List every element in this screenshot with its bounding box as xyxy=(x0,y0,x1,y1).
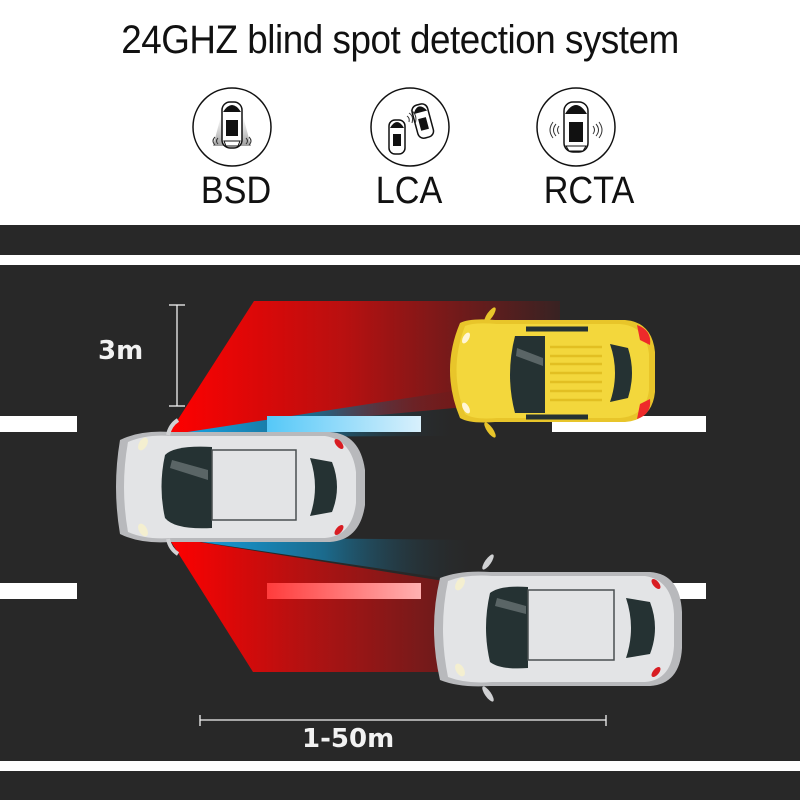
radar-beam-lower xyxy=(168,537,480,582)
blind-spot-detection-icon xyxy=(192,87,272,167)
width-dimension-line xyxy=(169,304,185,407)
adjacent-lane-car-upper xyxy=(450,307,655,438)
range-label: 1-50m xyxy=(302,724,395,754)
adjacent-lane-car-lower xyxy=(434,554,682,702)
range-dimension-line xyxy=(199,715,607,726)
feature-label-bsd: BSD xyxy=(200,170,272,212)
width-label: 3m xyxy=(98,336,144,366)
feature-label-rcta: RCTA xyxy=(543,170,635,212)
detection-zone-lower xyxy=(168,537,450,672)
page-title: 24GHZ blind spot detection system xyxy=(121,18,679,62)
rear-cross-traffic-alert-icon xyxy=(536,87,616,167)
host-car xyxy=(116,418,365,556)
lane-change-assist-icon xyxy=(370,87,450,167)
lane-marking xyxy=(0,416,77,432)
beam-indicator-blue xyxy=(267,416,421,432)
lane-marking xyxy=(0,583,77,599)
beam-indicator-red xyxy=(267,583,421,599)
road-edge-line xyxy=(0,761,800,771)
road-upper-band xyxy=(0,225,800,255)
feature-label-lca: LCA xyxy=(375,170,443,212)
